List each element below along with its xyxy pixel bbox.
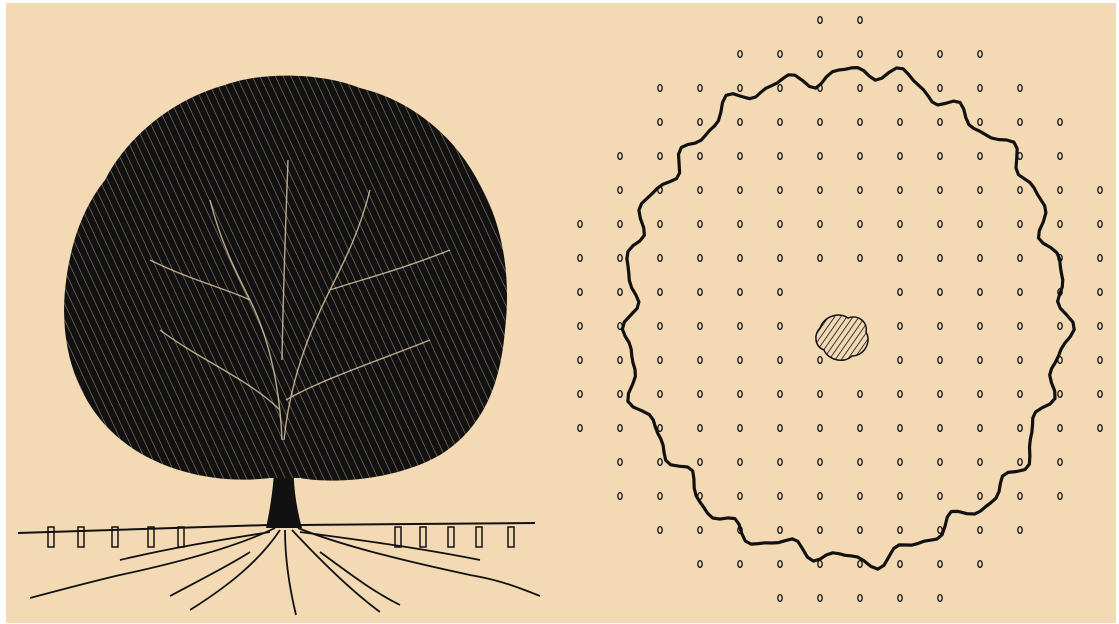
illustration-canvas bbox=[0, 0, 1119, 624]
illustration-frame bbox=[0, 0, 1119, 624]
